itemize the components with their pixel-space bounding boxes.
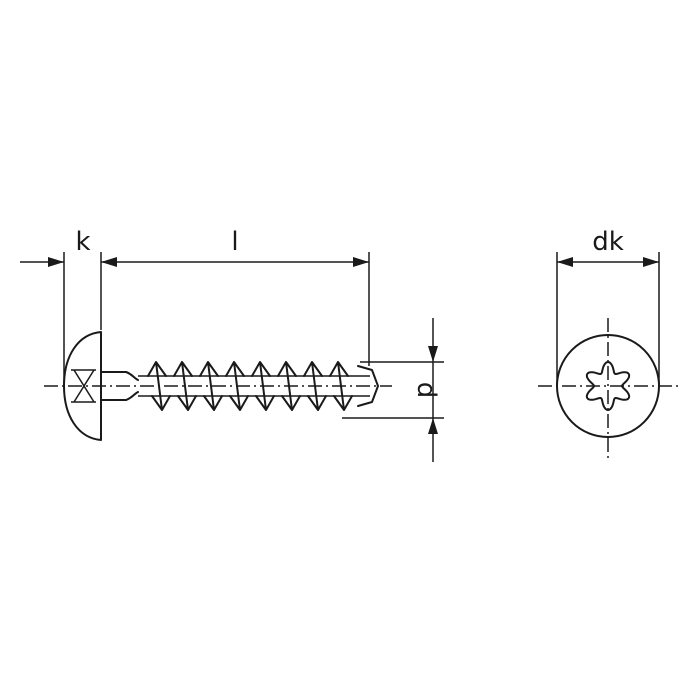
head-recess-lines	[71, 369, 96, 403]
screw-tip	[357, 365, 379, 407]
dk-arrow-right	[643, 257, 659, 267]
dimension-l: l	[117, 227, 370, 366]
l-arrow-right	[353, 257, 369, 267]
screw-shank	[100, 371, 139, 401]
thread-flank	[199, 361, 223, 411]
k-arrow-left	[48, 257, 64, 267]
thread-flanks	[147, 361, 353, 411]
screw-head-outline	[63, 331, 102, 441]
dk-label: dk	[592, 227, 624, 257]
d-arrow-bottom	[428, 418, 438, 434]
dimension-k: k	[20, 227, 117, 386]
l-label: l	[231, 227, 238, 257]
screw-side-view	[44, 331, 392, 441]
thread-flank	[173, 361, 197, 411]
dimension-d: d	[342, 318, 444, 462]
dimension-dk: dk	[556, 227, 660, 386]
d-label: d	[411, 382, 441, 399]
d-arrow-top	[428, 346, 438, 362]
dk-arrow-left	[557, 257, 573, 267]
k-label: k	[75, 227, 90, 257]
k-arrow-right	[101, 257, 117, 267]
